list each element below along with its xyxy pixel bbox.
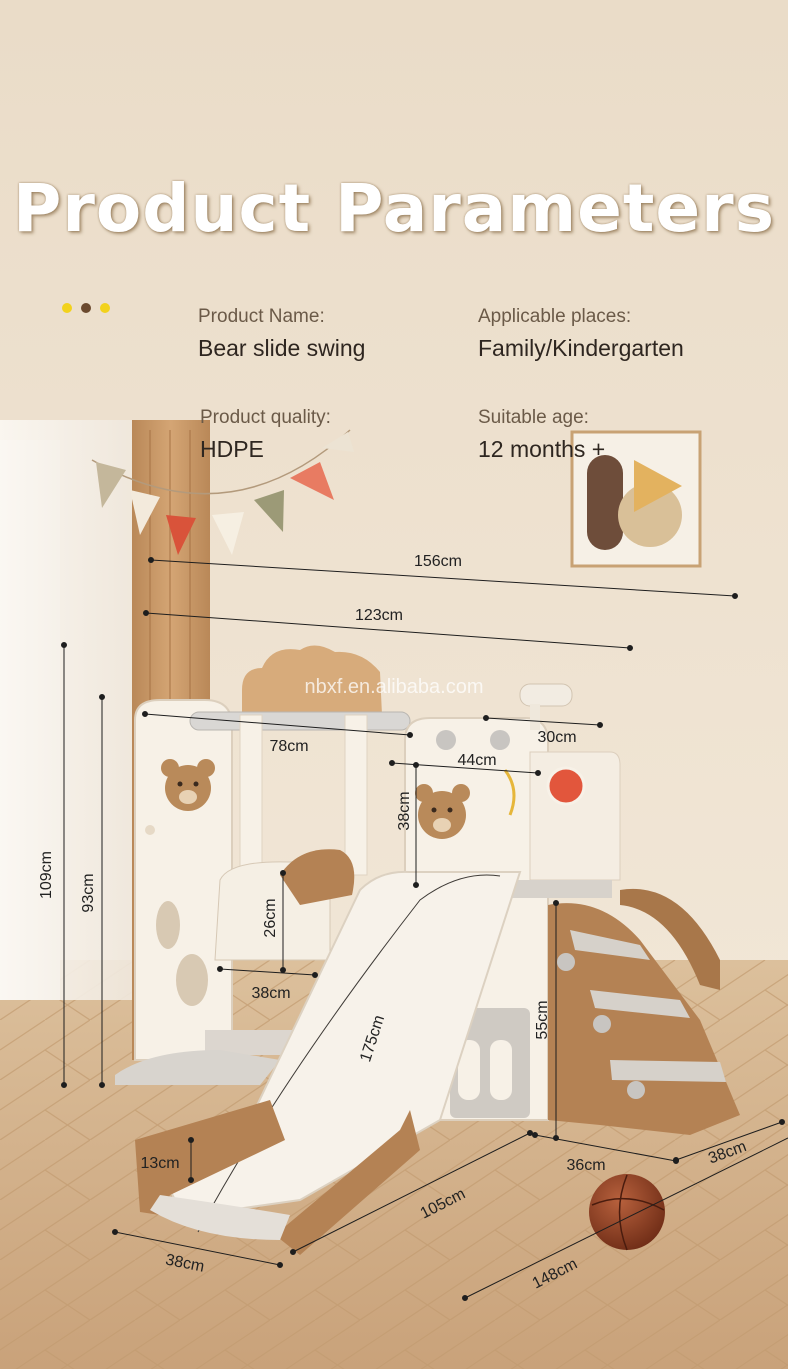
dot-icon: [81, 303, 91, 313]
dim-seat-back: 26cm: [262, 898, 279, 937]
swing-beam: [189, 711, 411, 731]
param-suitable-age: Suitable age: 12 months +: [478, 407, 605, 463]
param-product-quality: Product quality: HDPE: [200, 407, 331, 463]
dim-platform-height: 55cm: [534, 1000, 551, 1039]
bunting-flag: [166, 515, 196, 555]
decorative-dots: [62, 303, 110, 313]
swing-side-panel: [134, 699, 233, 1061]
telescope: [519, 683, 573, 707]
bunting-flag: [130, 490, 160, 535]
bunting-flag: [96, 462, 126, 508]
param-value: Bear slide swing: [198, 335, 366, 361]
dim-swing-height: 93cm: [80, 873, 97, 912]
watermark: nbxf.en.alibaba.com: [304, 676, 483, 698]
bear-face-icon: [418, 791, 466, 839]
dot-icon: [100, 303, 110, 313]
bunting-flag: [254, 490, 284, 532]
basketball: [589, 1174, 665, 1250]
cloud-topper: [242, 645, 382, 715]
param-value: Family/Kindergarten: [478, 335, 684, 361]
sheer-curtain: [0, 420, 140, 1000]
steering-wheel-icon: [546, 766, 586, 806]
param-value: 12 months +: [478, 436, 606, 462]
dot-icon: [62, 303, 72, 313]
page-title: Product Parameters: [12, 170, 776, 247]
dim-frame-width: 123cm: [355, 607, 403, 624]
dim-total-height: 109cm: [38, 851, 55, 899]
dim-slide-lip: 13cm: [140, 1155, 179, 1172]
dim-guard-height: 38cm: [396, 791, 413, 830]
dim-tower-top: 30cm: [537, 729, 576, 746]
param-product-name: Product Name: Bear slide swing: [198, 306, 365, 362]
param-label: Suitable age:: [478, 407, 589, 428]
param-label: Applicable places:: [478, 306, 632, 327]
bunting-flag: [290, 462, 334, 500]
param-value: HDPE: [200, 436, 264, 462]
param-label: Product Name:: [198, 306, 325, 327]
bear-face-icon: [165, 765, 211, 811]
param-applicable-places: Applicable places: Family/Kindergarten: [478, 306, 684, 362]
bunting-flag: [212, 512, 244, 555]
bunting-flag: [322, 432, 354, 452]
dim-seat-width: 38cm: [251, 985, 290, 1002]
dim-total-width: 156cm: [414, 553, 462, 570]
dim-stair-width: 36cm: [566, 1157, 605, 1174]
dim-swing-beam: 78cm: [269, 738, 308, 755]
dim-platform-width: 44cm: [457, 752, 496, 769]
param-label: Product quality:: [200, 407, 331, 428]
